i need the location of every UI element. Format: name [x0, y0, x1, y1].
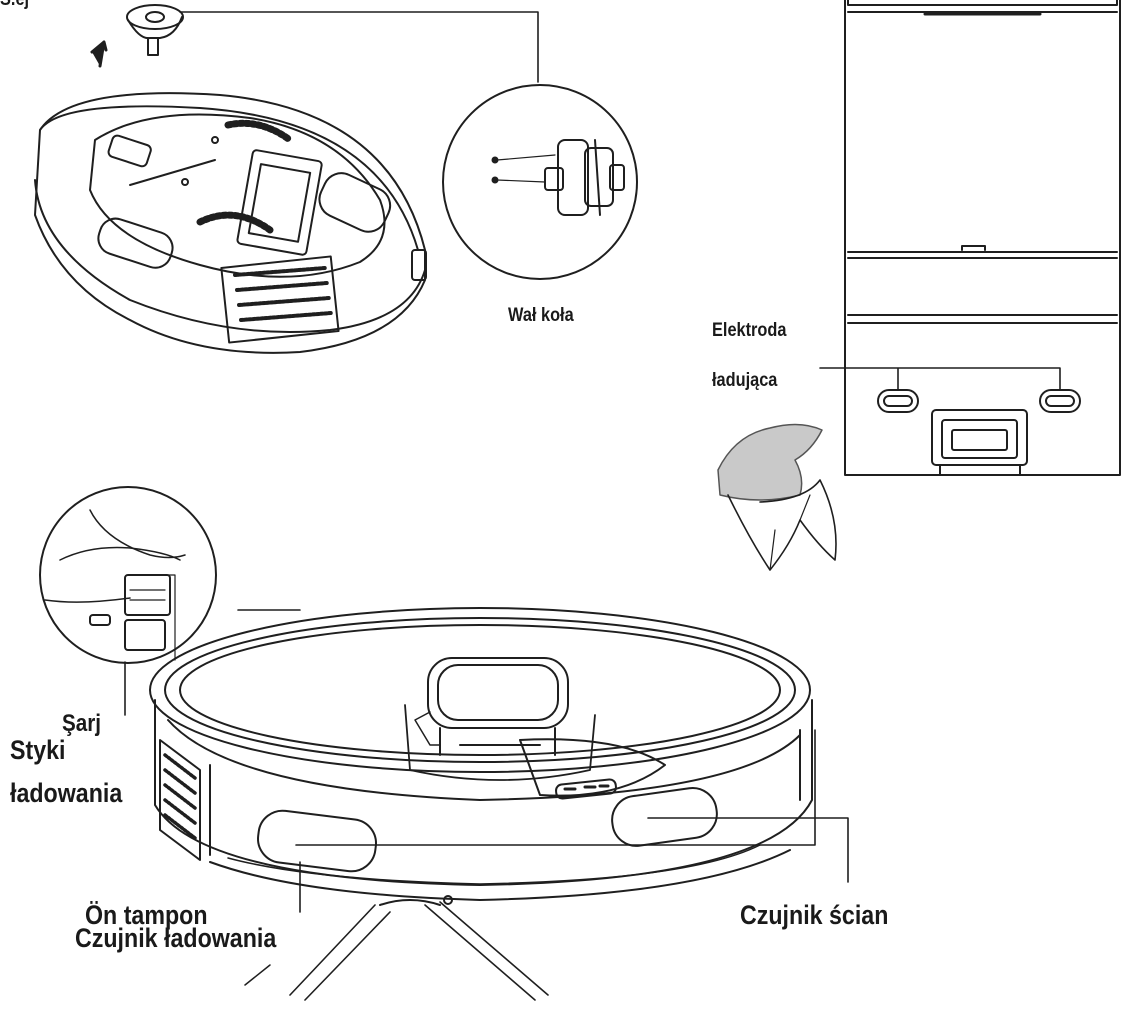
wheel-shaft-label: Wał koła	[508, 305, 574, 326]
cropped-top-label: Ś.ej	[0, 0, 29, 11]
charge-sensor-label: Czujnik ładowania	[75, 923, 277, 953]
cleaning-cloth-illustration	[717, 423, 837, 571]
contacts-label-line1: Styki	[10, 735, 66, 765]
electrode-label-line1: Elektroda	[712, 320, 787, 341]
charging-contacts-zoom	[39, 486, 217, 664]
electrode-label-line2: ładująca	[712, 370, 778, 391]
front-pad-label: Ön tampon	[85, 900, 208, 930]
sarj-label: Şarj	[62, 710, 102, 737]
contacts-label-line2: ładowania	[10, 778, 123, 808]
caster-wheel-illustration	[126, 4, 184, 56]
wall-sensor-label: Czujnik ścian	[740, 900, 889, 930]
wheel-leader-line	[179, 11, 539, 83]
lift-arrow	[90, 40, 108, 68]
wheel-shaft-zoom	[442, 84, 638, 280]
electrode-leader-line	[819, 367, 1061, 391]
robot-underside-illustration	[34, 92, 427, 354]
wall-sensor-leader-line	[295, 729, 849, 883]
docking-station-illustration	[844, 0, 1121, 476]
robot-main-illustration	[149, 607, 813, 1001]
